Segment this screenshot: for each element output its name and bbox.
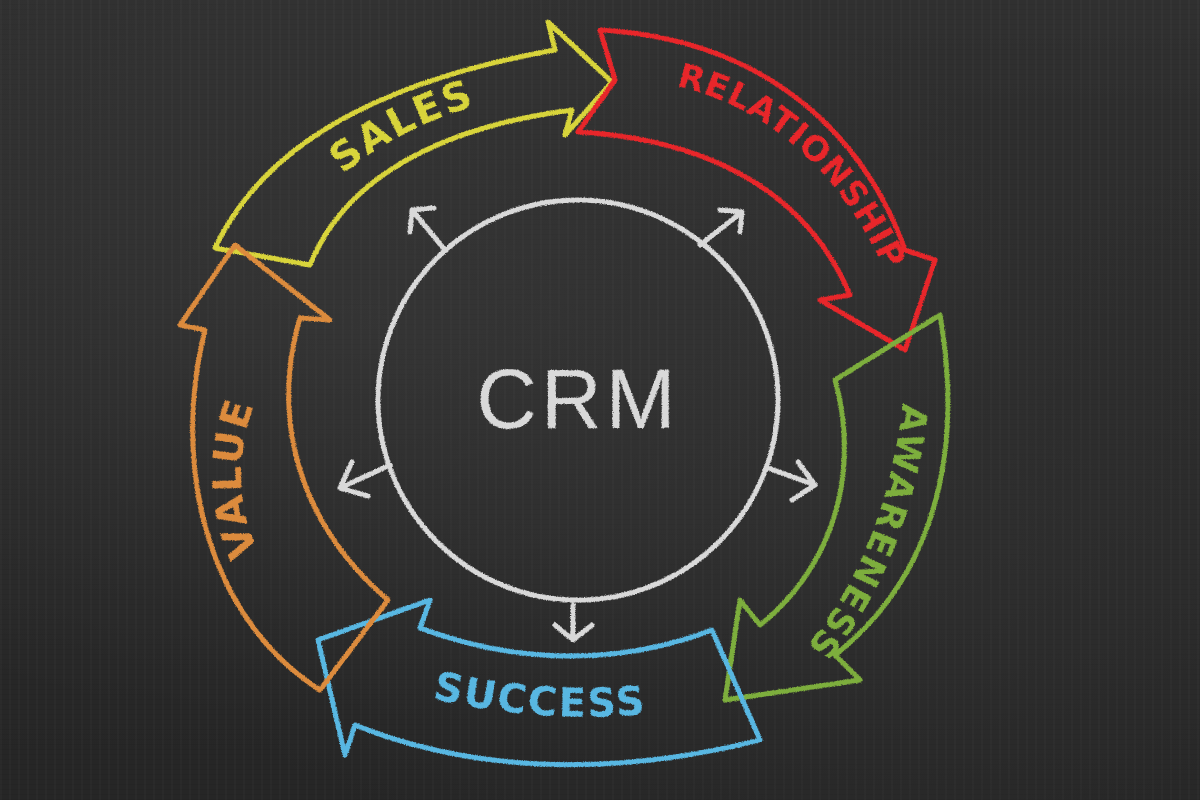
sales-arrow (212, 19, 615, 268)
svg-text:SUCCESS: SUCCESS (430, 663, 648, 727)
arrow-up-left-icon (407, 205, 448, 253)
stage-label-value: VALUE (205, 393, 265, 565)
arrow-up-right-icon (697, 207, 745, 248)
arrow-left-icon (337, 459, 393, 499)
center-circle (375, 197, 781, 603)
stage-label-success: SUCCESS (430, 663, 646, 727)
stage-label-relationship: RELATIONSHIP (674, 56, 913, 276)
relationship-arrow (575, 27, 938, 353)
arrow-down-icon (552, 602, 595, 643)
center-label: CRM (476, 352, 679, 446)
awareness-arrow (722, 312, 951, 703)
value-arrow (177, 242, 391, 693)
arrow-right-icon (765, 459, 818, 503)
success-arrow (315, 597, 763, 768)
svg-text:RELATIONSHIP: RELATIONSHIP (674, 56, 914, 276)
svg-text:VALUE: VALUE (205, 393, 267, 565)
